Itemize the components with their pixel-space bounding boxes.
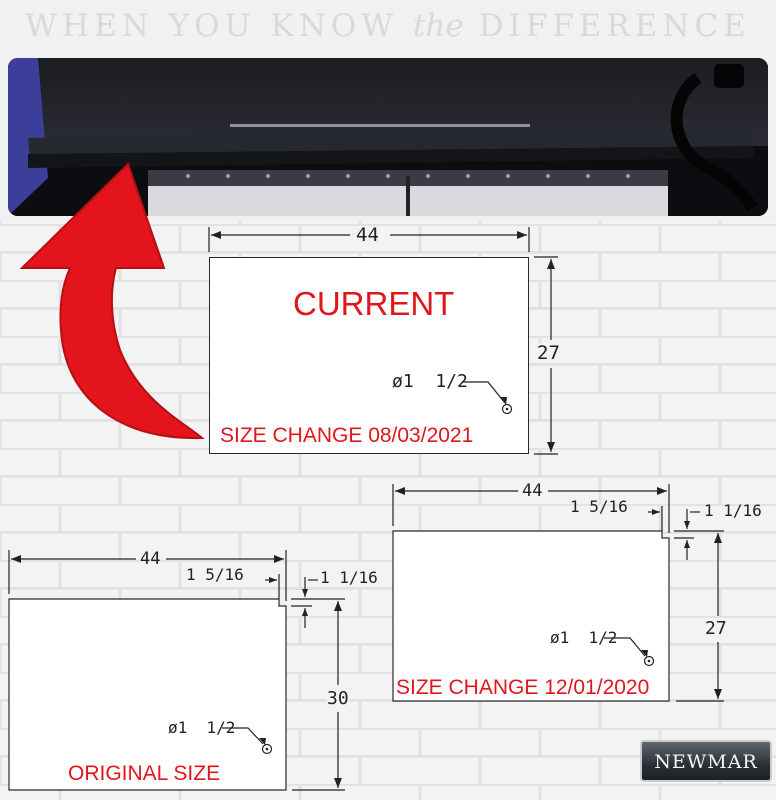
original-notch-height-label: 1 1/16 [320,568,378,587]
original-height-label: 30 [327,688,349,709]
dec2020-height-label: 27 [705,618,727,639]
original-notch-width-label: 1 5/16 [186,565,244,584]
dec2020-width-label: 44 [522,481,543,501]
original-caption: ORIGINAL SIZE [68,762,221,785]
original-hole-label: ø1 1/2 [168,718,236,737]
storage-compartment-photo [8,58,768,216]
newmar-logo: NEWMAR [640,740,772,782]
dec2020-notch-height-label: 1 1/16 [704,501,762,520]
compartment-photo-illustration [8,58,768,216]
curved-arrow-icon [19,162,205,440]
current-height-label: 27 [537,342,560,364]
current-panel [209,257,529,454]
current-hole-label: ø1 1/2 [392,371,468,392]
current-width-label: 44 [356,224,379,246]
tagline: WHEN YOU KNOW the DIFFERENCE [25,8,751,44]
original-width-label: 44 [140,549,161,569]
current-caption: SIZE CHANGE 08/03/2021 [220,424,474,447]
dec2020-hole-label: ø1 1/2 [550,628,618,647]
dec2020-notch-width-label: 1 5/16 [570,497,628,516]
newmar-logo-text: NEWMAR [654,751,758,773]
current-heading: CURRENT [293,285,455,322]
dec2020-caption: SIZE CHANGE 12/01/2020 [396,676,650,699]
